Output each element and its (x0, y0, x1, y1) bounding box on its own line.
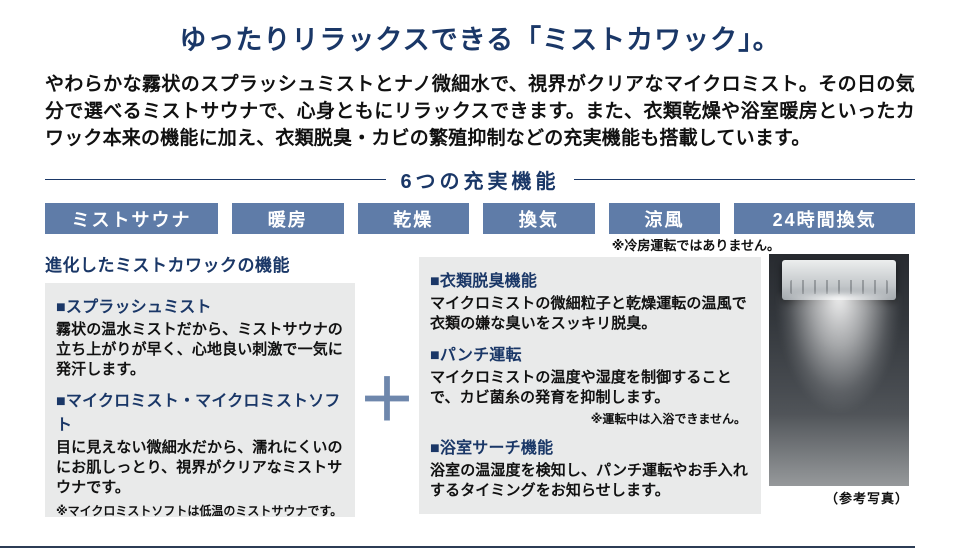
micro-mist-body: 目に見えない微細水だから、濡れにくいのにお肌しっとり、視界がクリアなミストサウナ… (56, 439, 343, 496)
ceiling-unit-image (782, 260, 896, 300)
tab-ventilation[interactable]: 換気 (483, 203, 595, 234)
splash-mist-title: ■スプラッシュミスト (56, 299, 212, 316)
bottom-divider (0, 546, 915, 548)
tab-24h-ventilation[interactable]: 24時間換気 (734, 203, 915, 234)
floor-glow-image (769, 414, 909, 486)
extra-functions-box: ■衣類脱臭機能 マイクロミストの微細粒子と乾燥運転の温風で衣類の嫌な臭いをスッキ… (419, 257, 761, 514)
tab-mist-sauna[interactable]: ミストサウナ (45, 203, 218, 234)
bath-search-title: ■浴室サーチ機能 (430, 440, 554, 457)
evolution-heading: 進化したミストカワックの機能 (45, 256, 290, 275)
tab-heating[interactable]: 暖房 (231, 203, 344, 234)
intro-paragraph: やわらかな霧状のスプラッシュミストとナノ微細水で、視界がクリアなマイクロミスト。… (45, 74, 915, 149)
features-heading-text: 6つの充実機能 (400, 171, 560, 193)
micro-mist-note: ※マイクロミストソフトは低温のミストサウナです。 (56, 504, 343, 518)
page-title: ゆったりリラックスできる「ミストカワック」。 (179, 25, 781, 55)
feature-tabs: ミストサウナ 暖房 乾燥 換気 涼風 24時間換気 (45, 203, 915, 234)
punch-mode-body: マイクロミストの温度や湿度を制御することで、カビ菌糸の発育を抑制します。 (430, 369, 732, 406)
mist-spray-image (774, 294, 904, 454)
cooling-disclaimer-note: ※冷房運転ではありません。 (611, 238, 780, 253)
tab-cool-breeze[interactable]: 涼風 (608, 203, 721, 234)
punch-mode-note: ※運転中は入浴できません。 (590, 412, 746, 426)
left-column: 進化したミストカワックの機能 ■スプラッシュミスト 霧状の温水ミストだから、ミス… (45, 254, 355, 518)
main-content: 進化したミストカワックの機能 ■スプラッシュミスト 霧状の温水ミストだから、ミス… (45, 254, 915, 518)
photo-caption: （参考写真） (824, 491, 909, 506)
photo-column: （参考写真） (769, 254, 909, 507)
plus-column: ＋ (355, 254, 419, 517)
mist-functions-box: ■スプラッシュミスト 霧状の温水ミストだから、ミストサウナの立ち上がりが早く、心… (45, 283, 355, 518)
product-photo (769, 254, 909, 486)
deodorize-body: マイクロミストの微細粒子と乾燥運転の温風で衣類の嫌な臭いをスッキリ脱臭。 (430, 295, 747, 332)
punch-mode-title: ■パンチ運転 (430, 347, 522, 364)
divider-line-right (573, 179, 915, 180)
divider-line-left (45, 179, 387, 180)
tab-drying[interactable]: 乾燥 (357, 203, 470, 234)
micro-mist-title: ■マイクロミスト・マイクロミストソフト (56, 393, 341, 434)
bath-search-body: 浴室の温湿度を検知し、パンチ運転やお手入れするタイミングをお知らせします。 (430, 462, 748, 499)
splash-mist-body: 霧状の温水ミストだから、ミストサウナの立ち上がりが早く、心地良い刺激で一気に発汗… (56, 321, 343, 378)
deodorize-title: ■衣類脱臭機能 (430, 273, 538, 290)
plus-icon: ＋ (357, 367, 416, 433)
features-heading: 6つの充実機能 (45, 165, 915, 194)
